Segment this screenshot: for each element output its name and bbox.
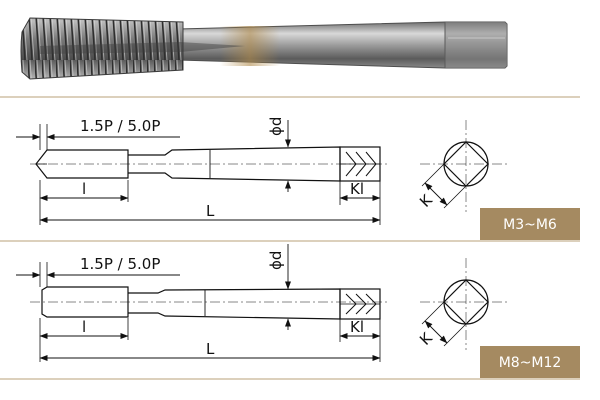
square-length-label-top: Kl	[350, 180, 364, 198]
drawing-m8-m12	[16, 244, 510, 362]
tap-coating-tint	[220, 26, 280, 66]
pitch-label-bottom: 1.5P / 5.0P	[80, 255, 160, 273]
overall-length-label-bottom: L	[206, 340, 215, 358]
size-badge-m3-m6: M3~M6	[480, 208, 580, 240]
pitch-label-top: 1.5P / 5.0P	[80, 117, 160, 135]
size-badge-m3-m6-text: M3~M6	[503, 217, 557, 233]
size-badge-m8-m12-text: M8~M12	[499, 355, 562, 371]
square-size-label-bottom: K	[416, 328, 437, 349]
size-badge-m8-m12: M8~M12	[480, 346, 580, 378]
thread-length-label-top: l	[82, 180, 86, 198]
diameter-label-top: ϕd	[267, 117, 285, 136]
tap-square-end	[445, 22, 507, 68]
tap-threaded-body	[20, 17, 184, 80]
square-length-label-bottom: Kl	[350, 318, 364, 336]
drawing-m3-m6	[16, 120, 510, 225]
overall-length-label-top: L	[206, 202, 215, 220]
thread-length-label-bottom: l	[82, 318, 86, 336]
tap-flute	[40, 42, 245, 54]
square-size-label-top: K	[416, 190, 437, 211]
tap-photo	[20, 17, 508, 80]
diameter-label-bottom: ϕd	[267, 251, 285, 270]
